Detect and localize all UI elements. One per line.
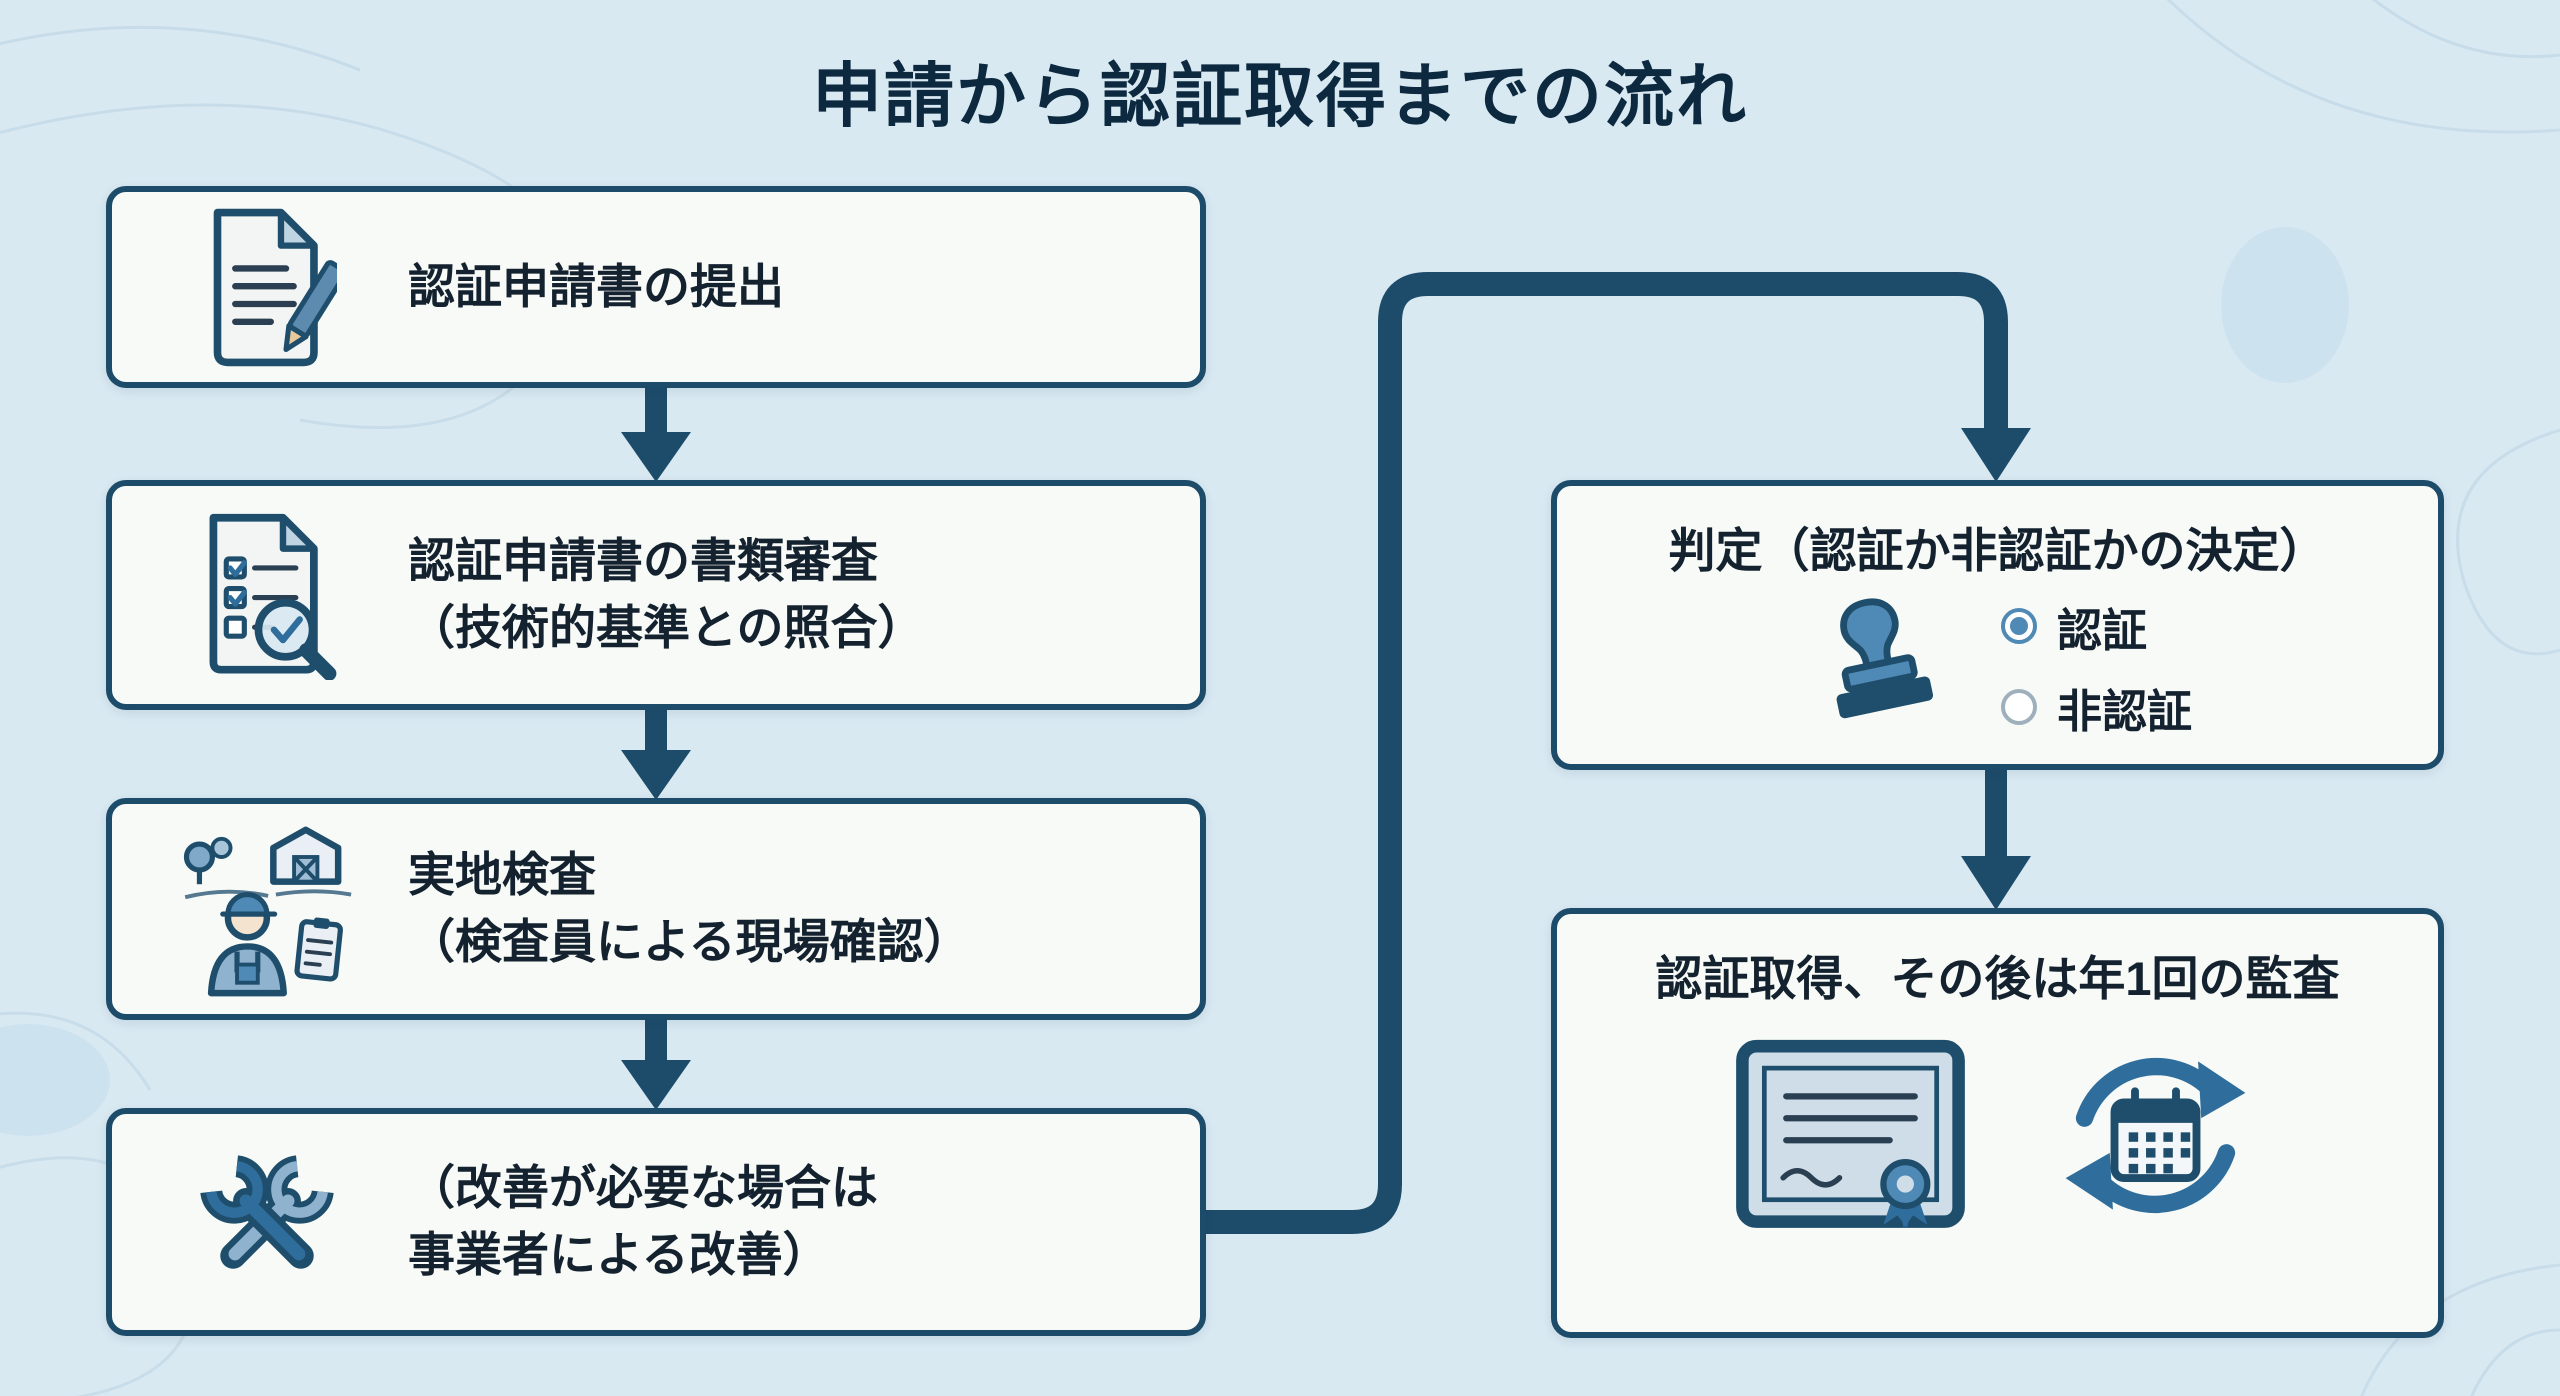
arrow-judgment-to-result [1961,768,2031,910]
step-label: （改善が必要な場合は 事業者による改善） [408,1161,878,1281]
arrow-step3-to-step4 [621,1018,691,1110]
document-pencil-icon [152,205,382,370]
arrow-step2-to-step3 [621,708,691,800]
arrow-step1-to-step2 [621,386,691,482]
result-title: 認証取得、その後は年1回の監査 [1655,952,2340,1005]
decor-blob-top-right [2221,227,2349,383]
step-box-onsite-inspection: 実地検査 （検査員による現場確認） [106,798,1206,1020]
radio-not-certified-icon [2000,689,2037,725]
step-label: 実地検査 （検査員による現場確認） [408,848,971,968]
option-certified: 認証 [2000,594,2147,659]
farm-inspector-icon [152,822,382,997]
stamp-icon [1803,589,1953,744]
crossed-tools-icon [152,1138,382,1306]
checklist-magnifier-icon [152,510,382,680]
certificate-icon [1733,1033,1968,1243]
page-title: 申請から認証取得までの流れ [812,57,1748,135]
option-not-certified: 非認証 [2000,675,2192,740]
option-not-certified-label: 非認証 [2056,685,2192,737]
step-label: 認証申請書の書類審査 （技術的基準との照合） [408,534,925,654]
annual-audit-cycle-icon [2048,1033,2263,1243]
radio-certified-icon [2000,608,2037,644]
result-box: 認証取得、その後は年1回の監査 [1551,908,2444,1338]
judgment-box: 判定（認証か非認証かの決定） 認証 非認証 [1551,480,2444,770]
judgment-options: 認証 非認証 [2000,594,2192,740]
decor-blob-left [0,1024,110,1136]
step-box-application-submission: 認証申請書の提出 [106,186,1206,388]
step-box-improvement: （改善が必要な場合は 事業者による改善） [106,1108,1206,1336]
judgment-title: 判定（認証か非認証かの決定） [1668,524,2327,577]
step-box-document-review: 認証申請書の書類審査 （技術的基準との照合） [106,480,1206,710]
step-label: 認証申請書の提出 [408,259,784,313]
option-certified-label: 認証 [2056,604,2147,656]
